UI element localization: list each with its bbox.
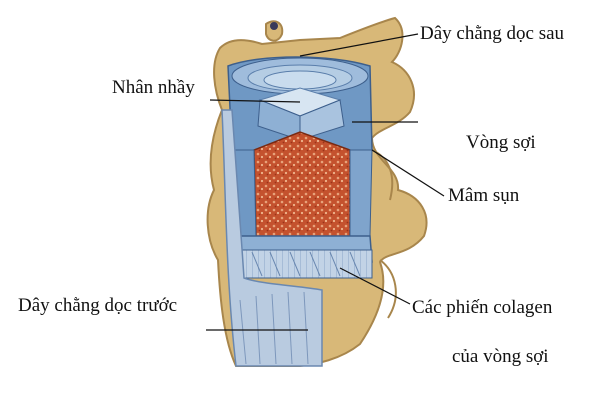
lower-disc bbox=[233, 235, 373, 279]
leader-lines bbox=[206, 33, 445, 331]
label-annulus-fibrosus: Vòng sợi bbox=[466, 132, 536, 153]
leader-collagen bbox=[339, 267, 411, 305]
label-nucleus-pulposus: Nhân nhầy bbox=[112, 77, 195, 98]
label-cartilage-endplate: Mâm sụn bbox=[448, 185, 520, 206]
leader-posterior-ligament bbox=[299, 33, 419, 57]
label-collagen-lamellae-line2: của vòng sợi bbox=[452, 346, 549, 367]
upper-disc bbox=[227, 56, 373, 159]
anterior-ligament bbox=[221, 109, 323, 367]
label-anterior-longitudinal-ligament: Dây chằng dọc trước bbox=[18, 295, 178, 316]
label-posterior-longitudinal-ligament: Dây chằng dọc sau bbox=[420, 23, 565, 44]
leader-nucleus bbox=[209, 99, 301, 103]
leader-endplate bbox=[371, 149, 445, 197]
label-collagen-lamellae-line1: Các phiến colagen bbox=[412, 297, 553, 318]
